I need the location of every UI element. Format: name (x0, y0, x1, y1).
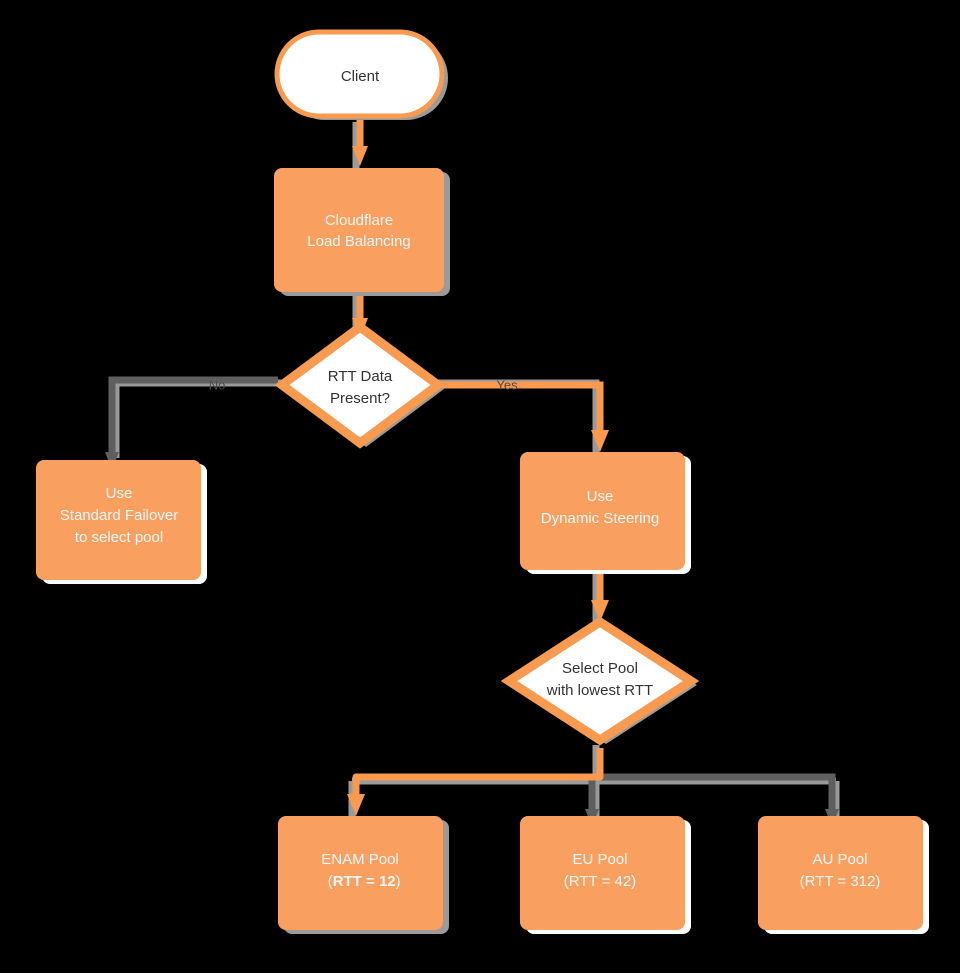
au-pool-label-line1: AU Pool (812, 851, 867, 868)
node-rtt-decision[interactable]: RTT Data Present? (274, 321, 446, 449)
eu-pool-label-line1: EU Pool (572, 851, 627, 868)
standard-failover-shape (36, 460, 201, 580)
load-balancing-shape (274, 168, 444, 292)
load-balancing-label-line2: Load Balancing (307, 233, 410, 250)
standard-failover-label-line1: Use (106, 485, 133, 502)
node-load-balancing[interactable]: Cloudflare Load Balancing (274, 168, 450, 296)
client-label: Client (341, 68, 380, 85)
node-eu-pool[interactable]: EU Pool (RTT = 42) (520, 816, 691, 934)
select-pool-shape (500, 616, 700, 746)
edge-label-yes: Yes (496, 377, 518, 392)
node-enam-pool[interactable]: ENAM Pool (RTT = 12) (278, 816, 449, 934)
dynamic-steering-label-line1: Use (587, 488, 614, 505)
standard-failover-label-line3: to select pool (75, 529, 163, 546)
dynamic-steering-shape (520, 452, 685, 570)
edge-rtt-to-dynamic-steering (434, 381, 609, 452)
select-pool-label-line1: Select Pool (562, 660, 638, 677)
client-shape (274, 29, 445, 119)
enam-pool-label-line1: ENAM Pool (321, 851, 399, 868)
node-standard-failover[interactable]: Use Standard Failover to select pool (36, 460, 207, 584)
enam-pool-paren-close: ) (396, 873, 401, 890)
au-pool-shape (758, 816, 923, 930)
node-au-pool[interactable]: AU Pool (RTT = 312) (758, 816, 929, 934)
select-pool-label-line2: with lowest RTT (546, 682, 653, 699)
eu-pool-shape (520, 816, 685, 930)
enam-pool-shape (278, 816, 443, 930)
rtt-decision-shape (274, 321, 446, 449)
enam-pool-paren-open: ( (328, 873, 333, 890)
edge-dynamic-steering-to-select-pool (591, 572, 609, 622)
enam-pool-label-line2: (RTT = 12) (290, 873, 430, 890)
node-dynamic-steering[interactable]: Use Dynamic Steering (520, 452, 691, 574)
au-pool-label-line2: (RTT = 312) (800, 873, 881, 890)
edge-client-to-load-balancing (352, 118, 368, 166)
edge-selectpool-to-enam-pool (347, 748, 604, 816)
load-balancing-label-line1: Cloudflare (325, 212, 393, 229)
enam-pool-rtt-value: RTT = 12 (333, 873, 396, 890)
standard-failover-label-line2: Standard Failover (60, 507, 178, 524)
edge-label-no: No (209, 377, 226, 392)
rtt-decision-label-line2: Present? (330, 390, 390, 407)
eu-pool-label-line2: (RTT = 42) (564, 873, 636, 890)
dynamic-steering-label-line2: Dynamic Steering (541, 510, 659, 527)
node-client[interactable]: Client (274, 29, 448, 120)
node-select-pool[interactable]: Select Pool with lowest RTT (500, 616, 700, 746)
rtt-decision-label-line1: RTT Data (328, 368, 393, 385)
